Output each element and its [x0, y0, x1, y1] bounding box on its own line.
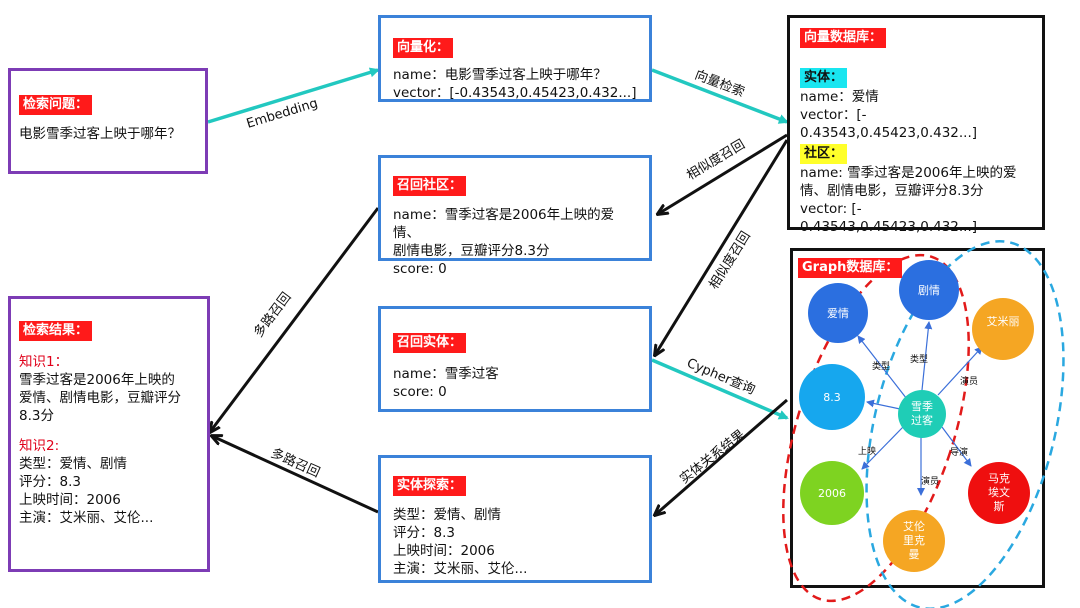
node-love — [808, 283, 868, 343]
query-text: 电影雪季过客上映于哪年？ — [19, 126, 181, 142]
community-tag: 社区： — [800, 144, 848, 164]
node-label-mark-3: 斯 — [994, 500, 1005, 513]
rel-line-drama — [921, 321, 933, 391]
rel-line-score — [866, 399, 901, 410]
graph-db-tag: Graph数据库： — [798, 258, 903, 278]
node-drama — [899, 260, 959, 320]
rel-label-director: 导演 — [950, 446, 968, 458]
rel-line-mark — [941, 426, 972, 467]
arrow-similar-recall-community — [658, 133, 788, 214]
node-mark — [968, 462, 1030, 524]
entity-name: name：爱情 — [800, 89, 879, 105]
vector-db-box: 向量数据库： 实体： name：爱情 vector：[- 0.43543,0.4… — [787, 15, 1045, 235]
arrow-multi-recall-explore — [212, 436, 379, 514]
entity-explore-line-2: 评分：8.3 — [393, 525, 455, 541]
entity-explore-line-3: 上映时间：2006 — [393, 543, 495, 559]
result-tag: 检索结果： — [19, 321, 93, 341]
arrow-cypher — [651, 358, 789, 420]
result-box: 检索结果： 知识1： 雪季过客是2006年上映的 爱情、剧情电影，豆瓣评分 8.… — [8, 296, 210, 572]
node-alan — [883, 510, 945, 572]
recall-community-score: score: 0 — [393, 261, 447, 277]
rel-label-type-1: 类型 — [872, 360, 890, 372]
entity-explore-box: 实体探索： 类型：爱情、剧情 评分：8.3 上映时间：2006 主演：艾米丽、艾… — [378, 455, 652, 583]
node-center — [898, 390, 946, 438]
node-emily — [972, 298, 1034, 360]
node-label-mark-2: 埃文 — [988, 485, 1010, 499]
community-name-1: name: 雪季过客是2006年上映的爱 — [800, 165, 1017, 181]
community-vector-1: vector: [- — [800, 201, 862, 217]
recall-community-tag: 召回社区： — [393, 176, 467, 196]
rel-line-year — [861, 426, 904, 470]
entity-tag: 实体： — [800, 68, 848, 88]
node-year — [800, 461, 864, 525]
recall-community-name-2: 剧情电影，豆瓣评分8.3分 — [393, 243, 550, 259]
graph-db-tag-wrap: Graph数据库： — [798, 256, 903, 278]
recall-entity-tag: 召回实体： — [393, 333, 467, 353]
entity-vector-1: vector：[- — [800, 107, 867, 123]
recall-entity-name: name：雪季过客 — [393, 366, 499, 382]
community-ellipse-blue — [865, 240, 1065, 608]
vectorize-vector: vector：[-0.43543,0.45423,0.432...] — [393, 85, 637, 101]
arrow-vector-search — [651, 68, 789, 124]
knowledge-1-line-3: 8.3分 — [19, 408, 54, 424]
node-label-alan-2: 里克 — [903, 534, 925, 547]
node-label-score: 8.3 — [823, 391, 841, 404]
vectorize-box: 向量化： name：电影雪季过客上映于哪年？ vector：[-0.43543,… — [378, 15, 652, 102]
node-label-mark-1: 马克 — [988, 472, 1010, 485]
entity-explore-line-1: 类型：爱情、剧情 — [393, 507, 501, 523]
rel-label-actor-2: 演员 — [921, 475, 939, 487]
node-label-alan-3: 曼 — [909, 548, 920, 561]
node-label-drama: 剧情 — [918, 284, 940, 297]
rel-label-type-2: 类型 — [910, 353, 928, 365]
knowledge-2-line-2: 评分：8.3 — [19, 474, 81, 490]
arrow-similar-recall-entity — [655, 139, 789, 355]
query-tag: 检索问题： — [19, 95, 93, 115]
rel-label-release: 上映 — [858, 445, 876, 457]
node-label-year: 2006 — [818, 487, 846, 500]
vectorize-name: name：电影雪季过客上映于哪年？ — [393, 67, 607, 83]
node-label-center-1: 雪季 — [911, 400, 933, 413]
knowledge-1-line-2: 爱情、剧情电影，豆瓣评分 — [19, 390, 181, 406]
knowledge-2-line-4: 主演：艾米丽、艾伦... — [19, 510, 154, 526]
rel-line-emily — [937, 346, 983, 396]
node-score — [799, 364, 865, 430]
entity-explore-line-4: 主演：艾米丽、艾伦... — [393, 561, 528, 577]
recall-community-box: 召回社区： name：雪季过客是2006年上映的爱情、 剧情电影，豆瓣评分8.3… — [378, 155, 652, 277]
entity-explore-tag: 实体探索： — [393, 476, 467, 496]
knowledge-2-line-1: 类型：爱情、剧情 — [19, 456, 127, 472]
community-ellipse-red — [782, 253, 970, 603]
arrow-embedding — [207, 67, 380, 124]
recall-entity-box: 召回实体： name：雪季过客 score: 0 — [378, 306, 652, 412]
entity-vector-2: 0.43543,0.45423,0.432...] — [800, 125, 978, 141]
community-name-2: 情、剧情电影，豆瓣评分8.3分 — [800, 183, 984, 199]
arrow-relation-result — [655, 398, 788, 515]
rel-label-actor-1: 演员 — [960, 375, 978, 387]
knowledge-2-line-3: 上映时间：2006 — [19, 492, 121, 508]
community-vector-2: 0.43543,0.45423,0.432...] — [800, 219, 978, 235]
query-box: 检索问题： 电影雪季过客上映于哪年？ — [8, 68, 208, 174]
vector-db-tag: 向量数据库： — [800, 28, 887, 48]
knowledge-1-line-1: 雪季过客是2006年上映的 — [19, 372, 175, 388]
vectorize-tag: 向量化： — [393, 38, 454, 58]
recall-community-name-1: name：雪季过客是2006年上映的爱情、 — [393, 207, 615, 241]
node-label-love: 爱情 — [827, 307, 849, 320]
node-label-alan-1: 艾伦 — [903, 519, 925, 533]
arrow-multi-recall-community — [210, 207, 380, 432]
knowledge-2-title: 知识2: — [19, 438, 60, 454]
node-label-emily: 艾米丽 — [987, 315, 1020, 328]
recall-entity-score: score: 0 — [393, 384, 447, 400]
node-label-center-2: 过客 — [911, 413, 933, 427]
knowledge-1-title: 知识1： — [19, 354, 69, 370]
